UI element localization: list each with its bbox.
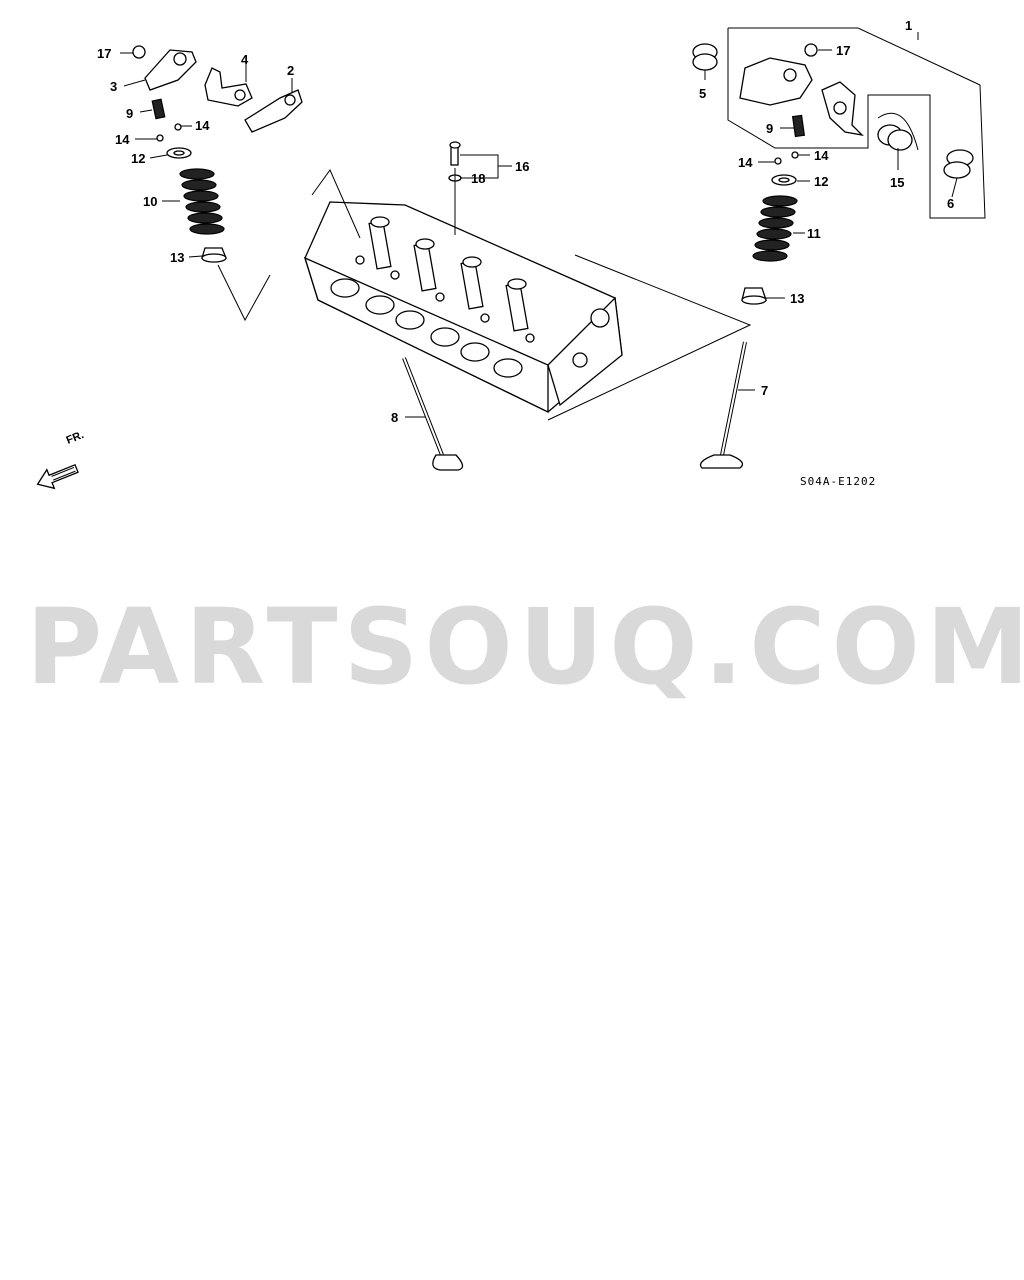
callout-17-right: 17 (836, 43, 850, 58)
front-direction-label: FR. (65, 429, 86, 447)
cylinder-head[interactable] (303, 201, 623, 414)
rocker-arm-left[interactable] (144, 49, 197, 91)
callout-4: 4 (241, 52, 249, 67)
lock-nut-right[interactable] (804, 43, 818, 57)
callout-14-c: 14 (738, 155, 753, 170)
retainer-right[interactable] (771, 174, 797, 186)
stem-seal-right[interactable] (741, 287, 767, 305)
callout-8: 8 (391, 410, 398, 425)
cotter-right[interactable] (774, 151, 799, 165)
cotter-left[interactable] (156, 123, 182, 142)
rocker-arm-mid[interactable] (204, 67, 253, 107)
callout-13-left: 13 (170, 250, 184, 265)
callout-3: 3 (110, 79, 117, 94)
drawing-code: S04A-E1202 (800, 475, 876, 488)
callout-15: 15 (890, 175, 904, 190)
watermark: PARTSOUQ.COM (26, 586, 1024, 708)
callout-13-right: 13 (790, 291, 804, 306)
exhaust-valve[interactable] (699, 341, 747, 469)
callout-12-left: 12 (131, 151, 145, 166)
callout-2: 2 (287, 63, 294, 78)
callout-11: 11 (807, 226, 821, 241)
stem-seal-left[interactable] (201, 247, 227, 263)
callout-17-left: 17 (97, 46, 111, 61)
adjust-screw-left[interactable] (151, 98, 166, 120)
callout-10: 10 (143, 194, 157, 209)
callout-14-a: 14 (115, 132, 130, 147)
collar[interactable] (692, 43, 718, 71)
valve-spring-right[interactable] (752, 195, 798, 262)
rocker-arm-right[interactable] (244, 89, 303, 133)
spring-assembly[interactable] (877, 112, 919, 151)
lost-motion-arm[interactable] (821, 81, 864, 136)
callout-9-left: 9 (126, 106, 133, 121)
callout-1: 1 (905, 18, 912, 33)
callout-7: 7 (761, 383, 768, 398)
collar-b[interactable] (943, 149, 974, 179)
callout-16: 16 (515, 159, 529, 174)
oil-jet-bolt[interactable] (449, 141, 461, 166)
callout-18: 18 (471, 171, 485, 186)
callout-5: 5 (699, 86, 706, 101)
rocker-arm-assembly[interactable] (739, 57, 813, 106)
callout-14-d: 14 (814, 148, 829, 163)
callout-9-right: 9 (766, 121, 773, 136)
front-direction-arrow-icon (36, 463, 79, 490)
callout-14-b: 14 (195, 118, 210, 133)
valve-spring-left[interactable] (179, 168, 225, 235)
lock-nut-left[interactable] (132, 45, 146, 59)
callout-12-right: 12 (814, 174, 828, 189)
intake-valve[interactable] (402, 357, 464, 471)
callout-6: 6 (947, 196, 954, 211)
adjust-screw-right[interactable] (791, 114, 806, 138)
retainer-left[interactable] (166, 147, 192, 159)
